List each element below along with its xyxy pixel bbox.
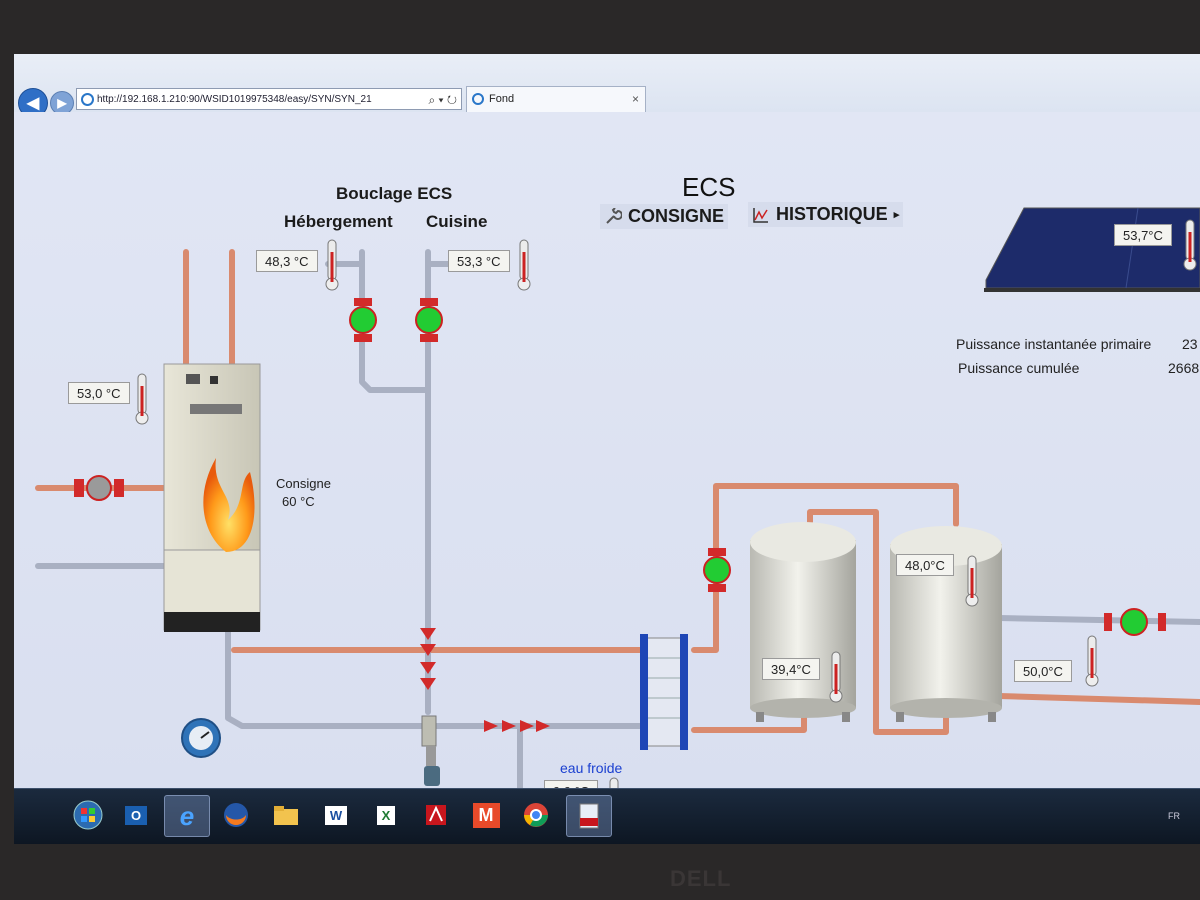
tab-title: Fond [489, 93, 515, 105]
ie-page-icon [81, 93, 94, 106]
historique-label: HISTORIQUE [776, 204, 888, 224]
thermometer-heb [325, 239, 339, 291]
temp-boiler-out: 53,0 °C [68, 382, 130, 404]
power-instant-value: 23 [1182, 336, 1198, 352]
chrome-icon [524, 803, 548, 827]
thermometer-tank1 [829, 651, 843, 703]
hebergement-label: Hébergement [284, 212, 393, 231]
pdf-icon [579, 803, 599, 829]
thermometer-boiler [135, 373, 149, 425]
temp-solar: 53,7°C [1114, 224, 1172, 246]
arrow-right-icon: ▶ [57, 96, 67, 110]
temp-tank1: 39,4°C [762, 658, 820, 680]
bouclage-title: Bouclage ECS [336, 184, 453, 203]
chrome-button[interactable] [514, 795, 558, 835]
historique-arrow-icon: ▸ [893, 209, 900, 221]
hydraulic-diagram [35, 207, 1200, 788]
firefox-button[interactable] [214, 795, 258, 835]
pump-hebergement[interactable] [349, 298, 377, 342]
temp-cuisine: 53,3 °C [448, 250, 510, 272]
excel-button[interactable]: X [364, 795, 408, 835]
outlook-button[interactable]: O [114, 795, 158, 835]
excel-icon: X [376, 805, 396, 825]
address-bar[interactable]: http://192.168.1.210:90/WSID1019975348/e… [76, 88, 462, 110]
thermometer-solar [1183, 219, 1197, 271]
thermometer-tank2 [965, 555, 979, 607]
language-indicator[interactable]: FR [1168, 811, 1180, 821]
boiler [163, 363, 261, 632]
browser-chrome: ◀ ▶ http://192.168.1.210:90/WSID10199753… [14, 54, 1200, 118]
temp-tank2: 48,0°C [896, 554, 954, 576]
m-app-button[interactable]: M [464, 795, 508, 835]
temp-hebergement: 48,3 °C [256, 250, 318, 272]
firefox-icon [224, 803, 248, 827]
pump-cuisine[interactable] [415, 298, 443, 342]
boiler-setpoint-value: 60 °C [282, 494, 315, 509]
taskbar: O e W X M FR [14, 788, 1200, 844]
temp-outlet: 50,0°C [1014, 660, 1072, 682]
folder-icon [274, 806, 298, 825]
address-tools-icons[interactable]: ⌕ ▾ ↻ [428, 93, 457, 107]
pipe-primary-return [225, 629, 647, 729]
cuisine-label: Cuisine [426, 212, 488, 231]
word-button[interactable]: W [314, 795, 358, 835]
pipe-hx-to-tank1 [691, 709, 807, 733]
pump-outlet[interactable] [1104, 608, 1166, 636]
pipe-tank1-to-tank2 [807, 509, 949, 735]
thermometer-outlet [1085, 635, 1099, 687]
pressure-gauge-icon[interactable] [181, 718, 221, 758]
word-icon: W [324, 805, 348, 825]
tab-close-button[interactable]: × [631, 92, 639, 106]
mixing-valve[interactable] [421, 715, 440, 786]
ie-button[interactable]: e [164, 795, 210, 837]
pump-hx-secondary[interactable] [703, 548, 731, 592]
consigne-button[interactable]: CONSIGNE [600, 204, 729, 229]
arrow-left-icon: ◀ [26, 95, 40, 112]
check-valves-vertical [420, 628, 436, 690]
cold-water-label: eau froide [560, 760, 623, 776]
pump-boiler-left[interactable] [74, 475, 124, 501]
solar-panel [984, 207, 1200, 292]
thermometer-cuis [517, 239, 531, 291]
chart-icon [753, 207, 768, 223]
pipe-outlet-upper [996, 615, 1200, 625]
page-title: ECS [682, 172, 736, 202]
scada-page: Bouclage ECS Hébergement Cuisine ECS CON… [14, 112, 1200, 802]
thermometers [135, 219, 1197, 788]
wrench-icon [606, 207, 622, 224]
tab-favicon-icon [472, 93, 484, 105]
monitor-screen: ◀ ▶ http://192.168.1.210:90/WSID10199753… [14, 54, 1200, 844]
power-cumul-value: 2668 [1168, 360, 1200, 376]
flame-icon [203, 458, 255, 552]
pipe-hx-to-tank2 [691, 483, 959, 653]
ie-icon: e [179, 800, 195, 831]
thermometer-cold [609, 777, 619, 788]
start-button[interactable] [66, 795, 110, 835]
outlook-icon: O [124, 805, 148, 825]
acrobat-icon [426, 805, 446, 825]
historique-button[interactable]: HISTORIQUE ▸ [748, 202, 904, 227]
start-orb-icon [73, 800, 103, 830]
check-valves-horizontal [484, 720, 550, 732]
browser-tab[interactable]: Fond × [466, 86, 646, 112]
boiler-setpoint-label: Consigne [276, 476, 331, 491]
acrobat-button[interactable] [414, 795, 458, 835]
pipe-outlet-lower [996, 693, 1200, 705]
power-cumul-label: Puissance cumulée [958, 360, 1080, 376]
consigne-label: CONSIGNE [628, 206, 725, 226]
address-url: http://192.168.1.210:90/WSID1019975348/e… [97, 94, 372, 105]
plate-heat-exchanger [640, 634, 688, 750]
monitor-brand-logo: DELL [670, 866, 732, 891]
pdf-app-button[interactable] [566, 795, 612, 837]
explorer-button[interactable] [264, 795, 308, 835]
pumps [74, 298, 1166, 636]
m-app-icon: M [472, 802, 500, 828]
power-instant-label: Puissance instantanée primaire [956, 336, 1152, 352]
